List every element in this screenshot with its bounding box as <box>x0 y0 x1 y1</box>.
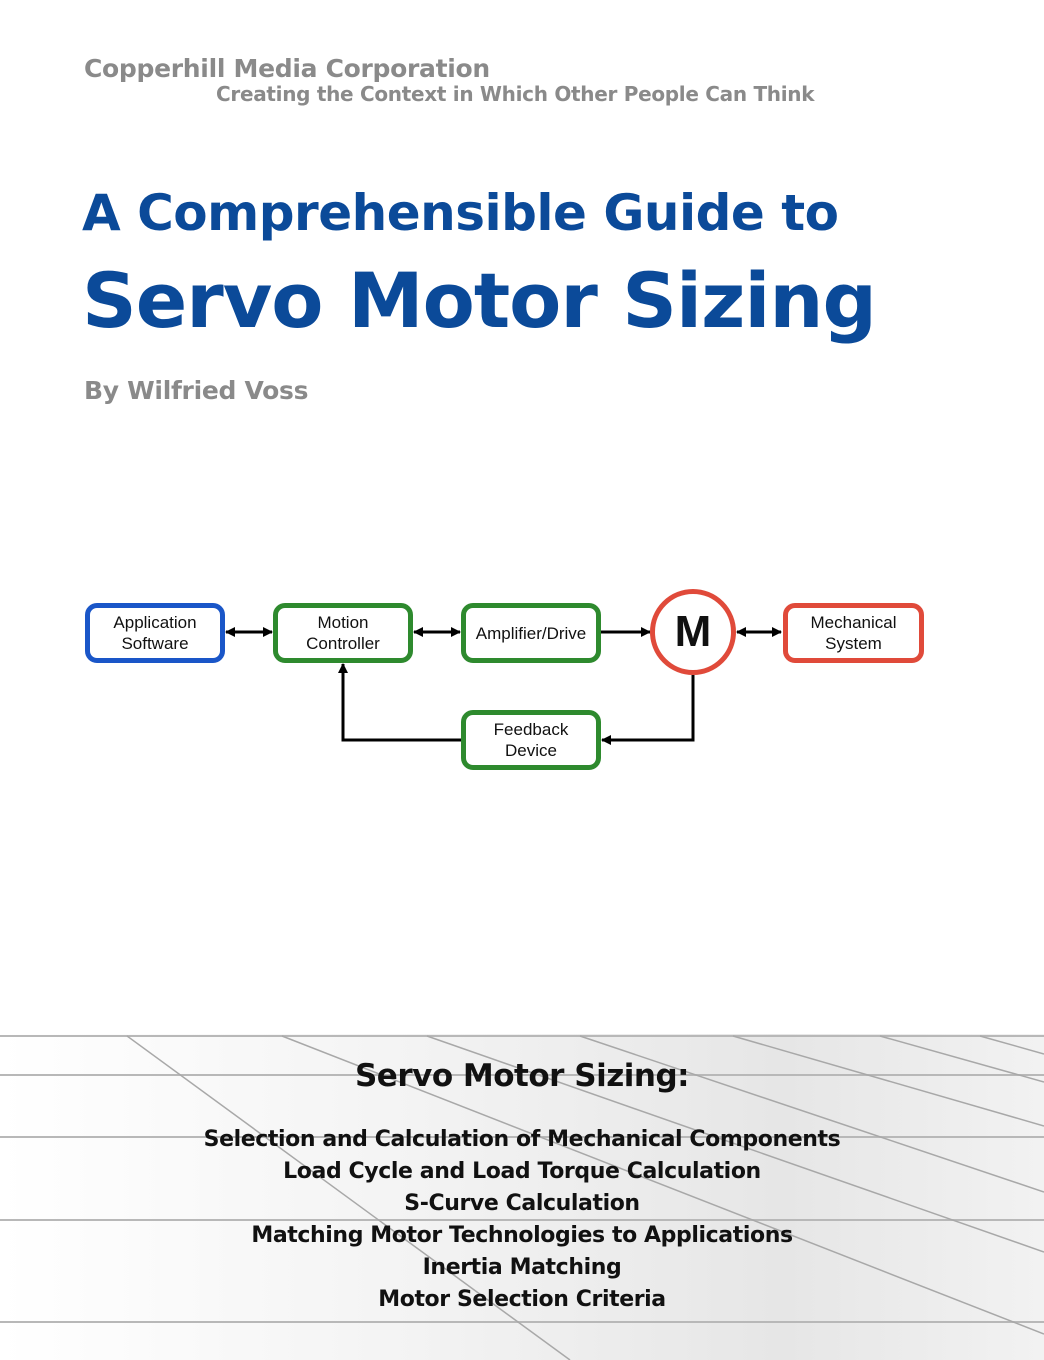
title-line-2: Servo Motor Sizing <box>82 256 877 345</box>
topic-item: Matching Motor Technologies to Applicati… <box>251 1223 793 1248</box>
node-feedback-device: Feedback Device <box>461 710 601 770</box>
node-motor: M <box>650 589 736 675</box>
servo-system-diagram: Application Software Motion Controller A… <box>0 580 1044 790</box>
topic-item: S-Curve Calculation <box>404 1191 640 1216</box>
topic-item: Load Cycle and Load Torque Calculation <box>283 1159 761 1184</box>
publisher-name: Copperhill Media Corporation <box>84 54 490 83</box>
node-label: Mechanical System <box>810 613 897 653</box>
summary-heading: Servo Motor Sizing: <box>354 1058 690 1094</box>
node-label: Motion Controller <box>306 613 380 653</box>
node-label: Application Software <box>113 613 197 653</box>
motor-symbol: M <box>674 607 712 656</box>
node-label: Amplifier/Drive <box>475 623 587 643</box>
node-amplifier-drive: Amplifier/Drive <box>461 603 601 663</box>
topic-list: Selection and Calculation of Mechanical … <box>0 1124 1044 1316</box>
summary-panel <box>0 1034 1044 1360</box>
node-application-software: Application Software <box>85 603 225 663</box>
author: By Wilfried Voss <box>84 376 309 405</box>
topic-item: Selection and Calculation of Mechanical … <box>203 1127 841 1152</box>
publisher-tagline: Creating the Context in Which Other Peop… <box>216 82 815 106</box>
perspective-grid-decoration <box>0 1035 1044 1360</box>
topic-item: Motor Selection Criteria <box>378 1287 666 1312</box>
node-motion-controller: Motion Controller <box>273 603 413 663</box>
node-mechanical-system: Mechanical System <box>783 603 924 663</box>
diagram-connectors <box>225 627 782 745</box>
topic-item: Inertia Matching <box>422 1255 622 1280</box>
title-line-1: A Comprehensible Guide to <box>82 184 839 242</box>
node-label: Feedback Device <box>493 720 569 760</box>
